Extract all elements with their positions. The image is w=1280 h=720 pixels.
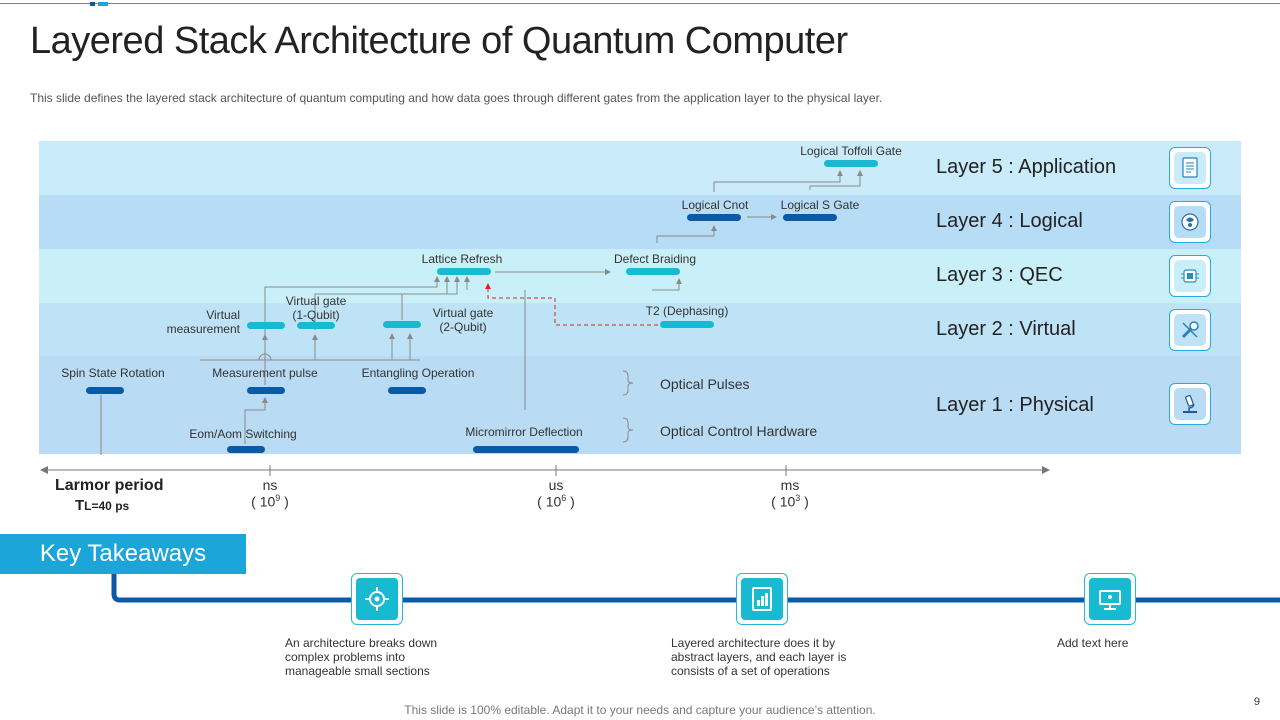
node-logical-cnot-label: Logical Cnot bbox=[681, 198, 749, 212]
takeaway-1-text: An architecture breaks down complex prob… bbox=[285, 636, 438, 678]
node-t2-dephasing-bar bbox=[660, 321, 714, 328]
layer-4-title: Layer 4 : Logical bbox=[936, 210, 1083, 232]
takeaway-2-text: Layered architecture does it by abstract… bbox=[671, 636, 847, 678]
chip-icon bbox=[1169, 255, 1211, 297]
layer-5-band bbox=[39, 141, 1241, 195]
axis-unit-ns: ns ( 109 ) bbox=[251, 477, 289, 510]
node-defect-braiding-label: Defect Braiding bbox=[613, 252, 697, 266]
node-t2-dephasing-label: T2 (Dephasing) bbox=[645, 304, 729, 318]
node-virtual-measurement-bar bbox=[247, 322, 285, 329]
layer-3-title: Layer 3 : QEC bbox=[936, 264, 1063, 286]
page-subtitle: This slide defines the layered stack arc… bbox=[30, 91, 883, 105]
page-title: Layered Stack Architecture of Quantum Co… bbox=[30, 20, 848, 62]
node-virtual-measurement-line1: Virtual bbox=[206, 308, 240, 322]
node-virtual-gate-2q-bar bbox=[383, 321, 421, 328]
node-defect-braiding-bar bbox=[626, 268, 680, 275]
layer-4-band bbox=[39, 195, 1241, 249]
layer-1-band bbox=[39, 356, 1241, 454]
node-logical-s-gate-label: Logical S Gate bbox=[780, 198, 860, 212]
header-accent-mark-2 bbox=[98, 2, 108, 6]
optical-control-hardware-label: Optical Control Hardware bbox=[660, 423, 818, 439]
network-computer-icon bbox=[1084, 573, 1136, 625]
node-micromirror-deflection-bar bbox=[473, 446, 579, 453]
key-takeaways-heading: Key Takeaways bbox=[0, 534, 246, 574]
node-micromirror-deflection-label: Micromirror Deflection bbox=[465, 425, 583, 439]
node-virtual-gate-1q-line2: (1-Qubit) bbox=[292, 308, 340, 322]
node-entangling-operation-bar bbox=[388, 387, 426, 394]
node-measurement-pulse-bar bbox=[247, 387, 285, 394]
node-eom-aom-switching-bar bbox=[227, 446, 265, 453]
brain-icon bbox=[1169, 201, 1211, 243]
axis-unit-us: us ( 106 ) bbox=[537, 477, 575, 510]
layer-2-title: Layer 2 : Virtual bbox=[936, 318, 1076, 340]
report-icon bbox=[736, 573, 788, 625]
node-logical-toffoli-gate-bar bbox=[824, 160, 878, 167]
node-logical-cnot-bar bbox=[687, 214, 741, 221]
axis-unit-ms: ms ( 103 ) bbox=[771, 477, 809, 510]
layer-5-title: Layer 5 : Application bbox=[936, 156, 1117, 178]
page-number: 9 bbox=[1253, 696, 1260, 708]
node-logical-s-gate-bar bbox=[783, 214, 837, 221]
footer-note: This slide is 100% editable. Adapt it to… bbox=[404, 703, 876, 717]
optical-pulses-label: Optical Pulses bbox=[660, 376, 750, 392]
node-virtual-measurement-line2: measurement bbox=[166, 322, 240, 336]
larmor-period-value: TL=40 ps bbox=[75, 497, 130, 514]
header-rule bbox=[0, 3, 1280, 4]
node-logical-toffoli-gate-label: Logical Toffoli Gate bbox=[800, 144, 902, 158]
tools-icon bbox=[1169, 309, 1211, 351]
header-accent-mark bbox=[90, 2, 95, 6]
layer-1-title: Layer 1 : Physical bbox=[936, 394, 1094, 416]
node-measurement-pulse-label: Measurement pulse bbox=[212, 366, 318, 380]
node-virtual-gate-1q-bar bbox=[297, 322, 335, 329]
larmor-period-title: Larmor period bbox=[55, 477, 164, 494]
node-spin-state-rotation-label: Spin State Rotation bbox=[61, 366, 165, 380]
document-icon bbox=[1169, 147, 1211, 189]
node-virtual-gate-1q-line1: Virtual gate bbox=[285, 294, 347, 308]
node-virtual-gate-2q-line1: Virtual gate bbox=[432, 306, 494, 320]
node-lattice-refresh-bar bbox=[437, 268, 491, 275]
node-entangling-operation-label: Entangling Operation bbox=[361, 366, 475, 380]
node-lattice-refresh-label: Lattice Refresh bbox=[421, 252, 503, 266]
circuit-gear-icon bbox=[351, 573, 403, 625]
microscope-icon bbox=[1169, 383, 1211, 425]
node-eom-aom-switching-label: Eom/Aom Switching bbox=[189, 427, 297, 441]
node-spin-state-rotation-bar bbox=[86, 387, 124, 394]
node-virtual-gate-2q-line2: (2-Qubit) bbox=[439, 320, 487, 334]
takeaway-3-text: Add text here bbox=[1057, 636, 1129, 650]
